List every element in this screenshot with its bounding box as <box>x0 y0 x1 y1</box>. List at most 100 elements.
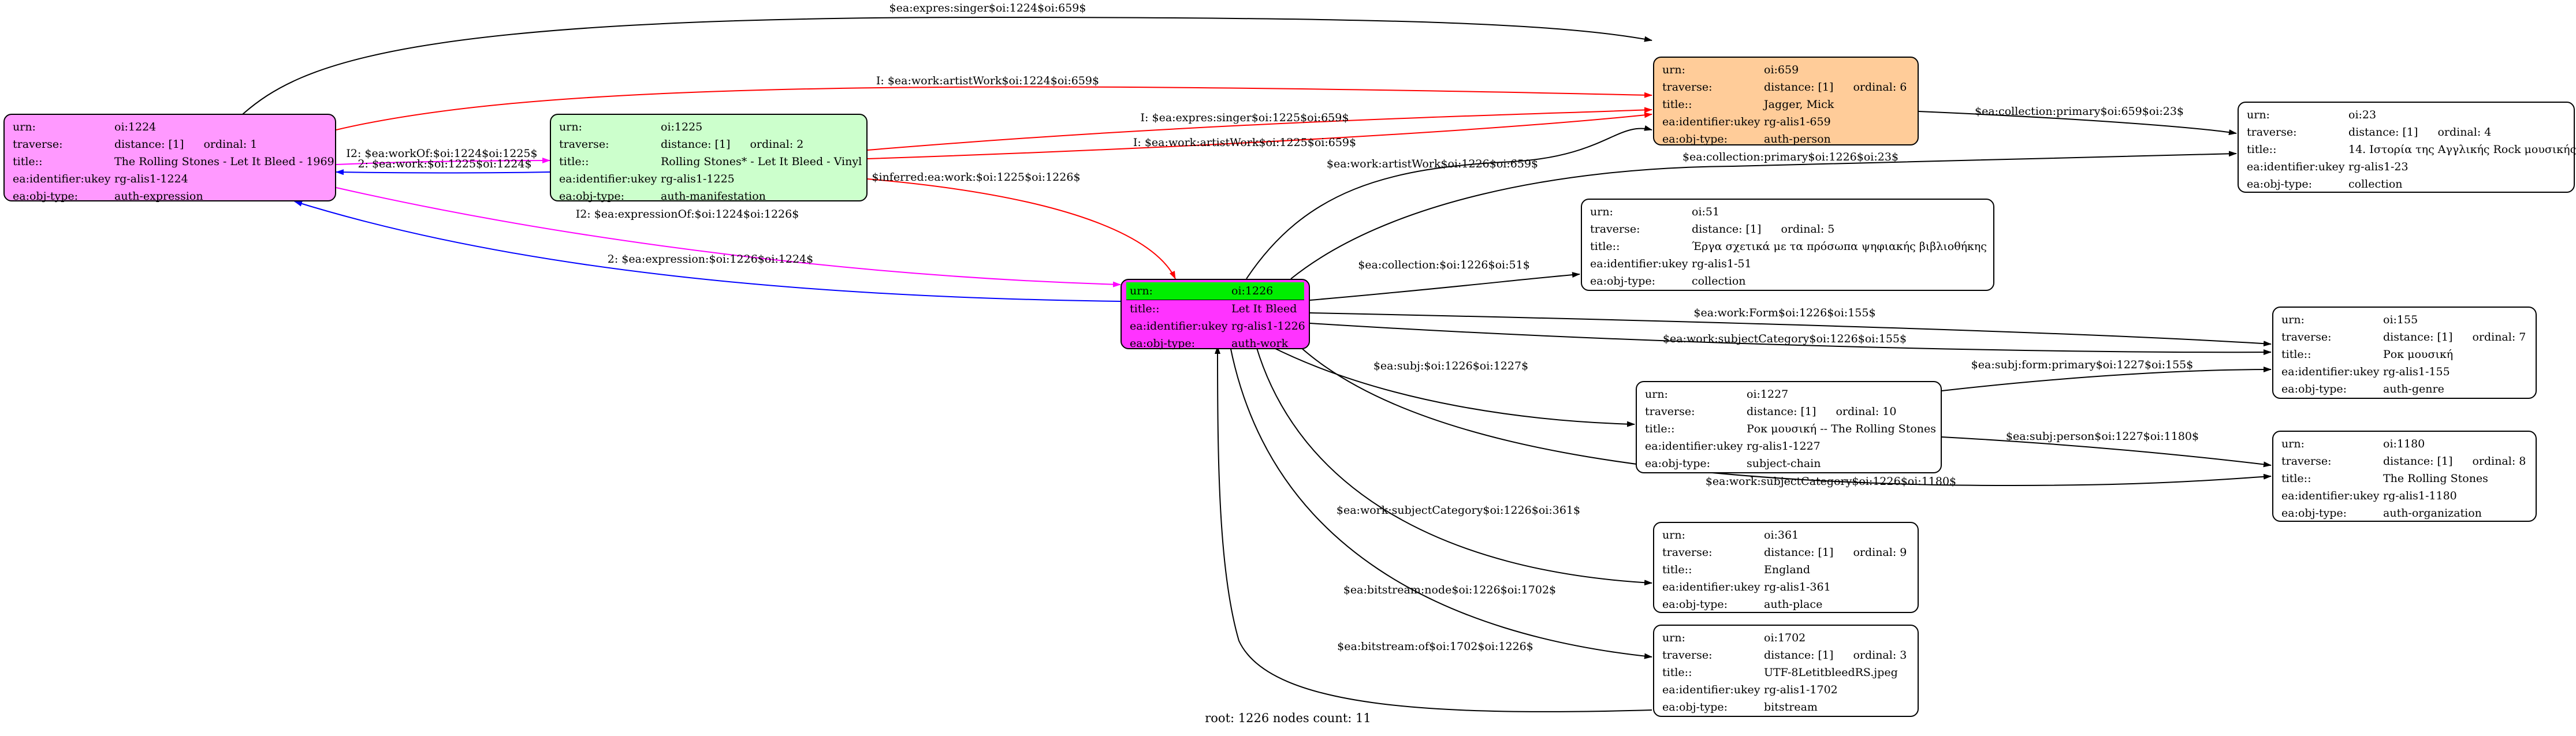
edge-label: $ea:work:artistWork$oi:1226$oi:659$ <box>1327 158 1538 170</box>
edge-e17: $ea:subj:form:primary$oi:1227$oi:155$ <box>1941 358 2272 391</box>
field-label: title:: <box>1590 240 1620 253</box>
node-oi-659[interactable]: urn:oi:659 traverse:distance: [1]ordinal… <box>1653 57 1919 145</box>
ukey-value: rg-alis1-361 <box>1764 581 1831 593</box>
urn-value: oi:1702 <box>1764 632 1806 644</box>
title-value: The Rolling Stones - Let It Bleed - 1969 <box>114 155 334 168</box>
field-label: urn: <box>1645 388 1668 401</box>
field-label: title:: <box>2281 472 2311 485</box>
ukey-value: rg-alis1-1180 <box>2383 490 2457 502</box>
field-label: ea:identifier:ukey <box>13 173 111 185</box>
distance-value: distance: [1] <box>114 138 184 151</box>
objtype-value: subject-chain <box>1747 457 1821 470</box>
field-label: ea:identifier:ukey <box>1590 257 1688 270</box>
objtype-value: collection <box>1692 275 1746 287</box>
distance-value: distance: [1] <box>2348 126 2418 139</box>
field-label: urn: <box>1130 285 1153 297</box>
node-oi-23[interactable]: urn:oi:23 traverse:distance: [1]ordinal:… <box>2238 102 2576 193</box>
field-label: ea:obj-type: <box>2281 383 2347 395</box>
node-oi-51[interactable]: urn:oi:51 traverse:distance: [1]ordinal:… <box>1581 199 1994 291</box>
objtype-value: auth-person <box>1764 133 1831 145</box>
title-value: Let It Bleed <box>1231 302 1297 315</box>
urn-value: oi:1224 <box>114 121 157 133</box>
edge-label: $ea:bitstream:node$oi:1226$oi:1702$ <box>1343 584 1556 596</box>
field-label: urn: <box>1590 206 1613 218</box>
graph-footer: root: 1226 nodes count: 11 <box>1205 711 1371 725</box>
title-value: The Rolling Stones <box>2383 472 2488 485</box>
field-label: title:: <box>1662 98 1692 111</box>
field-label: title:: <box>2281 348 2311 361</box>
ordinal-value: ordinal: 8 <box>2472 455 2526 468</box>
edge-e16: $ea:subj:$oi:1226$oi:1227$ <box>1270 346 1635 427</box>
node-oi-1227[interactable]: urn:oi:1227 traverse:distance: [1]ordina… <box>1636 381 1942 473</box>
edge-label: I2: $ea:expressionOf:$oi:1224$oi:1226$ <box>576 208 799 221</box>
urn-value: oi:23 <box>2348 109 2377 121</box>
edge-label: I: $inferred:ea:work:$oi:1225$oi:1226$ <box>860 171 1080 184</box>
node-oi-155[interactable]: urn:oi:155 traverse:distance: [1]ordinal… <box>2272 307 2537 399</box>
edge-label: 2: $ea:work:$oi:1225$oi:1224$ <box>358 158 531 170</box>
edge-label: $ea:subj:form:primary$oi:1227$oi:155$ <box>1971 358 2194 371</box>
node-oi-1702[interactable]: urn:oi:1702 traverse:distance: [1]ordina… <box>1653 625 1919 717</box>
edge-e14: $ea:work:Form$oi:1226$oi:155$ <box>1309 307 2272 347</box>
edge-e20: $ea:work:subjectCategory$oi:1226$oi:361$ <box>1256 346 1652 586</box>
ordinal-value: ordinal: 2 <box>750 138 804 151</box>
node-oi-1180[interactable]: urn:oi:1180 traverse:distance: [1]ordina… <box>2272 431 2537 522</box>
field-label: urn: <box>1662 529 1685 541</box>
edge-label: $ea:subj:person$oi:1227$oi:1180$ <box>2006 430 2199 443</box>
field-label: ea:obj-type: <box>1645 457 1711 470</box>
title-value: Έργα σχετικά με τα πρόσωπα ψηφιακής βιβλ… <box>1692 240 1987 253</box>
edge-e22: $ea:bitstream:of$oi:1702$oi:1226$ <box>1215 346 1652 712</box>
field-label: ea:identifier:ukey <box>2247 160 2345 173</box>
objtype-value: auth-place <box>1764 598 1823 611</box>
field-label: title:: <box>559 155 589 168</box>
distance-value: distance: [1] <box>1764 81 1834 94</box>
node-oi-1226-root[interactable]: urn:oi:1226 title::Let It Bleed ea:ident… <box>1121 279 1310 350</box>
field-label: traverse: <box>1645 405 1695 418</box>
distance-value: distance: [1] <box>2383 331 2453 343</box>
field-label: ea:obj-type: <box>1662 133 1728 145</box>
objtype-value: collection <box>2348 178 2403 190</box>
distance-value: distance: [1] <box>1764 649 1834 662</box>
edge-e11: $ea:work:artistWork$oi:1226$oi:659$ <box>1246 125 1652 279</box>
ordinal-value: ordinal: 3 <box>1853 649 1907 662</box>
field-label: title:: <box>13 155 43 168</box>
title-value: England <box>1764 563 1811 576</box>
edge-e18: $ea:subj:person$oi:1227$oi:1180$ <box>1941 430 2272 468</box>
edge-e10: $ea:collection:primary$oi:659$oi:23$ <box>1918 105 2237 135</box>
ordinal-value: ordinal: 9 <box>1853 546 1907 559</box>
ordinal-value: ordinal: 6 <box>1853 81 1907 94</box>
field-label: urn: <box>2281 313 2305 326</box>
field-label: urn: <box>13 121 36 133</box>
node-oi-1224[interactable]: urn:oi:1224 traverse:distance: [1]ordina… <box>3 114 336 203</box>
ukey-value: rg-alis1-1224 <box>114 173 188 185</box>
field-label: traverse: <box>2281 455 2332 468</box>
field-label: traverse: <box>2281 331 2332 343</box>
node-oi-1225[interactable]: urn:oi:1225 traverse:distance: [1]ordina… <box>550 114 868 203</box>
field-label: ea:obj-type: <box>559 190 625 203</box>
distance-value: distance: [1] <box>661 138 731 151</box>
field-label: traverse: <box>1662 649 1713 662</box>
field-label: title:: <box>1130 302 1160 315</box>
ukey-value: rg-alis1-1225 <box>661 173 735 185</box>
field-label: urn: <box>1662 63 1685 76</box>
urn-value: oi:51 <box>1692 206 1720 218</box>
ordinal-value: ordinal: 4 <box>2437 126 2492 139</box>
edge-e5: I2: $ea:workOf:$oi:1224$oi:1225$ <box>336 147 550 165</box>
distance-value: distance: [1] <box>1747 405 1816 418</box>
distance-value: distance: [1] <box>1692 223 1762 236</box>
edge-label: I: $ea:work:artistWork$oi:1225$oi:659$ <box>1133 136 1356 149</box>
field-label: ea:identifier:ukey <box>1662 581 1760 593</box>
ukey-value: rg-alis1-23 <box>2348 160 2409 173</box>
field-label: ea:identifier:ukey <box>1662 115 1760 128</box>
field-label: ea:obj-type: <box>1130 337 1196 350</box>
edge-e12: $ea:collection:primary$oi:1226$oi:23$ <box>1290 151 2237 279</box>
urn-value: oi:1180 <box>2383 438 2425 450</box>
edge-e3: I: $ea:expres:singer$oi:1225$oi:659$ <box>867 107 1652 151</box>
field-label: ea:identifier:ukey <box>1662 683 1760 696</box>
node-oi-361[interactable]: urn:oi:361 traverse:distance: [1]ordinal… <box>1653 522 1919 613</box>
urn-value: oi:155 <box>2383 313 2418 326</box>
field-label: ea:identifier:ukey <box>1130 320 1228 332</box>
title-value: Rolling Stones* - Let It Bleed - Vinyl <box>661 155 862 168</box>
edge-label: $ea:bitstream:of$oi:1702$oi:1226$ <box>1337 640 1533 653</box>
urn-value: oi:1227 <box>1747 388 1789 401</box>
